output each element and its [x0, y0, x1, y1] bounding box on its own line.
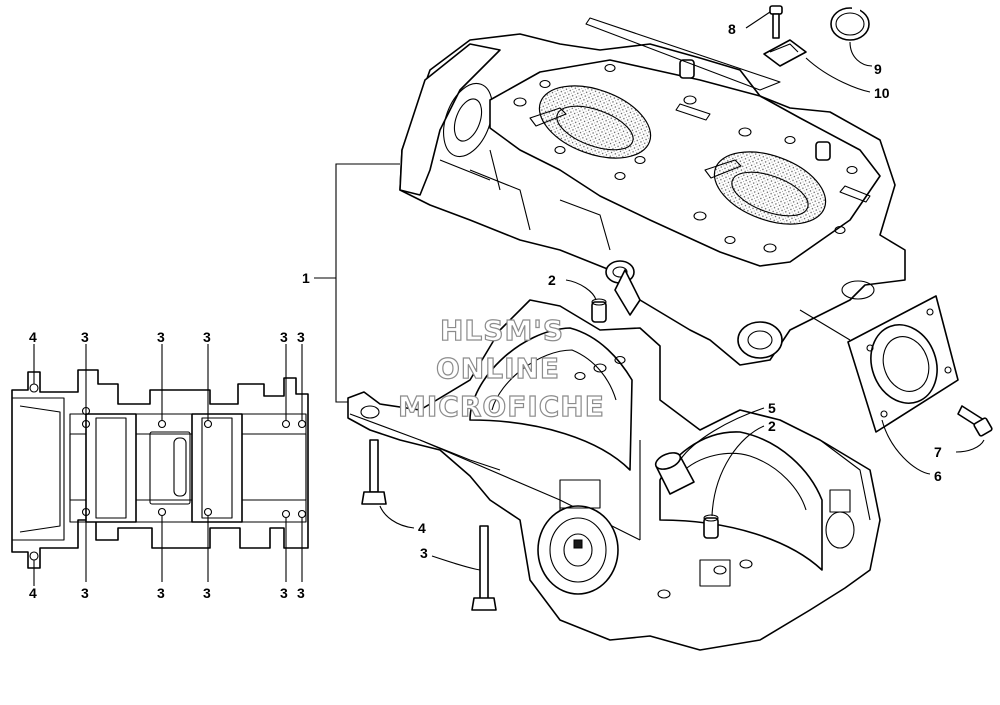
callout-label: 10: [874, 85, 890, 101]
part-8-bolt: 8: [728, 5, 783, 39]
watermark-line: MICROFICHE: [398, 390, 605, 423]
callout-label: 1: [302, 270, 310, 286]
watermark: HLSM'S ONLINE MICROFICHE: [397, 313, 605, 423]
part-2-dowel-right: 2: [703, 418, 776, 539]
part-9-ring: 9: [830, 4, 882, 77]
callout-label: 7: [934, 444, 942, 460]
part-7-bolt: 7: [934, 405, 993, 460]
callout-label: 3: [420, 545, 428, 561]
part-10-clip: 10: [763, 39, 890, 101]
top-view-label: 3: [280, 329, 288, 345]
callout-label: 2: [768, 418, 776, 434]
callout-label: 9: [874, 61, 882, 77]
bottom-view-label: 3: [157, 585, 165, 601]
part-5-bushing: 5: [654, 400, 776, 495]
part-4-bolt: 4: [361, 439, 426, 536]
deck-holes: [513, 63, 858, 253]
bottom-view-label: 4: [29, 585, 37, 601]
watermark-line: HLSM'S: [440, 314, 564, 347]
top-view-label: 3: [203, 329, 211, 345]
watermark-line: ONLINE: [436, 352, 560, 385]
bottom-view-label: 3: [81, 585, 89, 601]
top-view-label: 3: [297, 329, 305, 345]
bolt-holes: [29, 383, 307, 561]
callout-label: 6: [934, 468, 942, 484]
top-view-label: 3: [81, 329, 89, 345]
top-view-label: 3: [157, 329, 165, 345]
bottom-view-label: 3: [280, 585, 288, 601]
callout-label: 4: [418, 520, 426, 536]
part-3-bolt: 3: [420, 525, 497, 611]
upper-crankcase: [399, 33, 906, 366]
callout-label: 2: [548, 272, 556, 288]
part-6-seal-plate: 6: [799, 295, 959, 484]
callout-1: 1: [302, 163, 400, 403]
part-2-dowel-top: 2: [548, 272, 607, 323]
bottom-view-label: 3: [297, 585, 305, 601]
top-view-label: 4: [29, 329, 37, 345]
reference-bracket: [585, 17, 781, 91]
lower-crankcase: [347, 299, 881, 651]
crankcase-top-view: 4 3 3 3 3 3 4 3 3 3 3 3: [11, 329, 309, 601]
callout-label: 5: [768, 400, 776, 416]
callout-label: 8: [728, 21, 736, 37]
bottom-view-label: 3: [203, 585, 211, 601]
